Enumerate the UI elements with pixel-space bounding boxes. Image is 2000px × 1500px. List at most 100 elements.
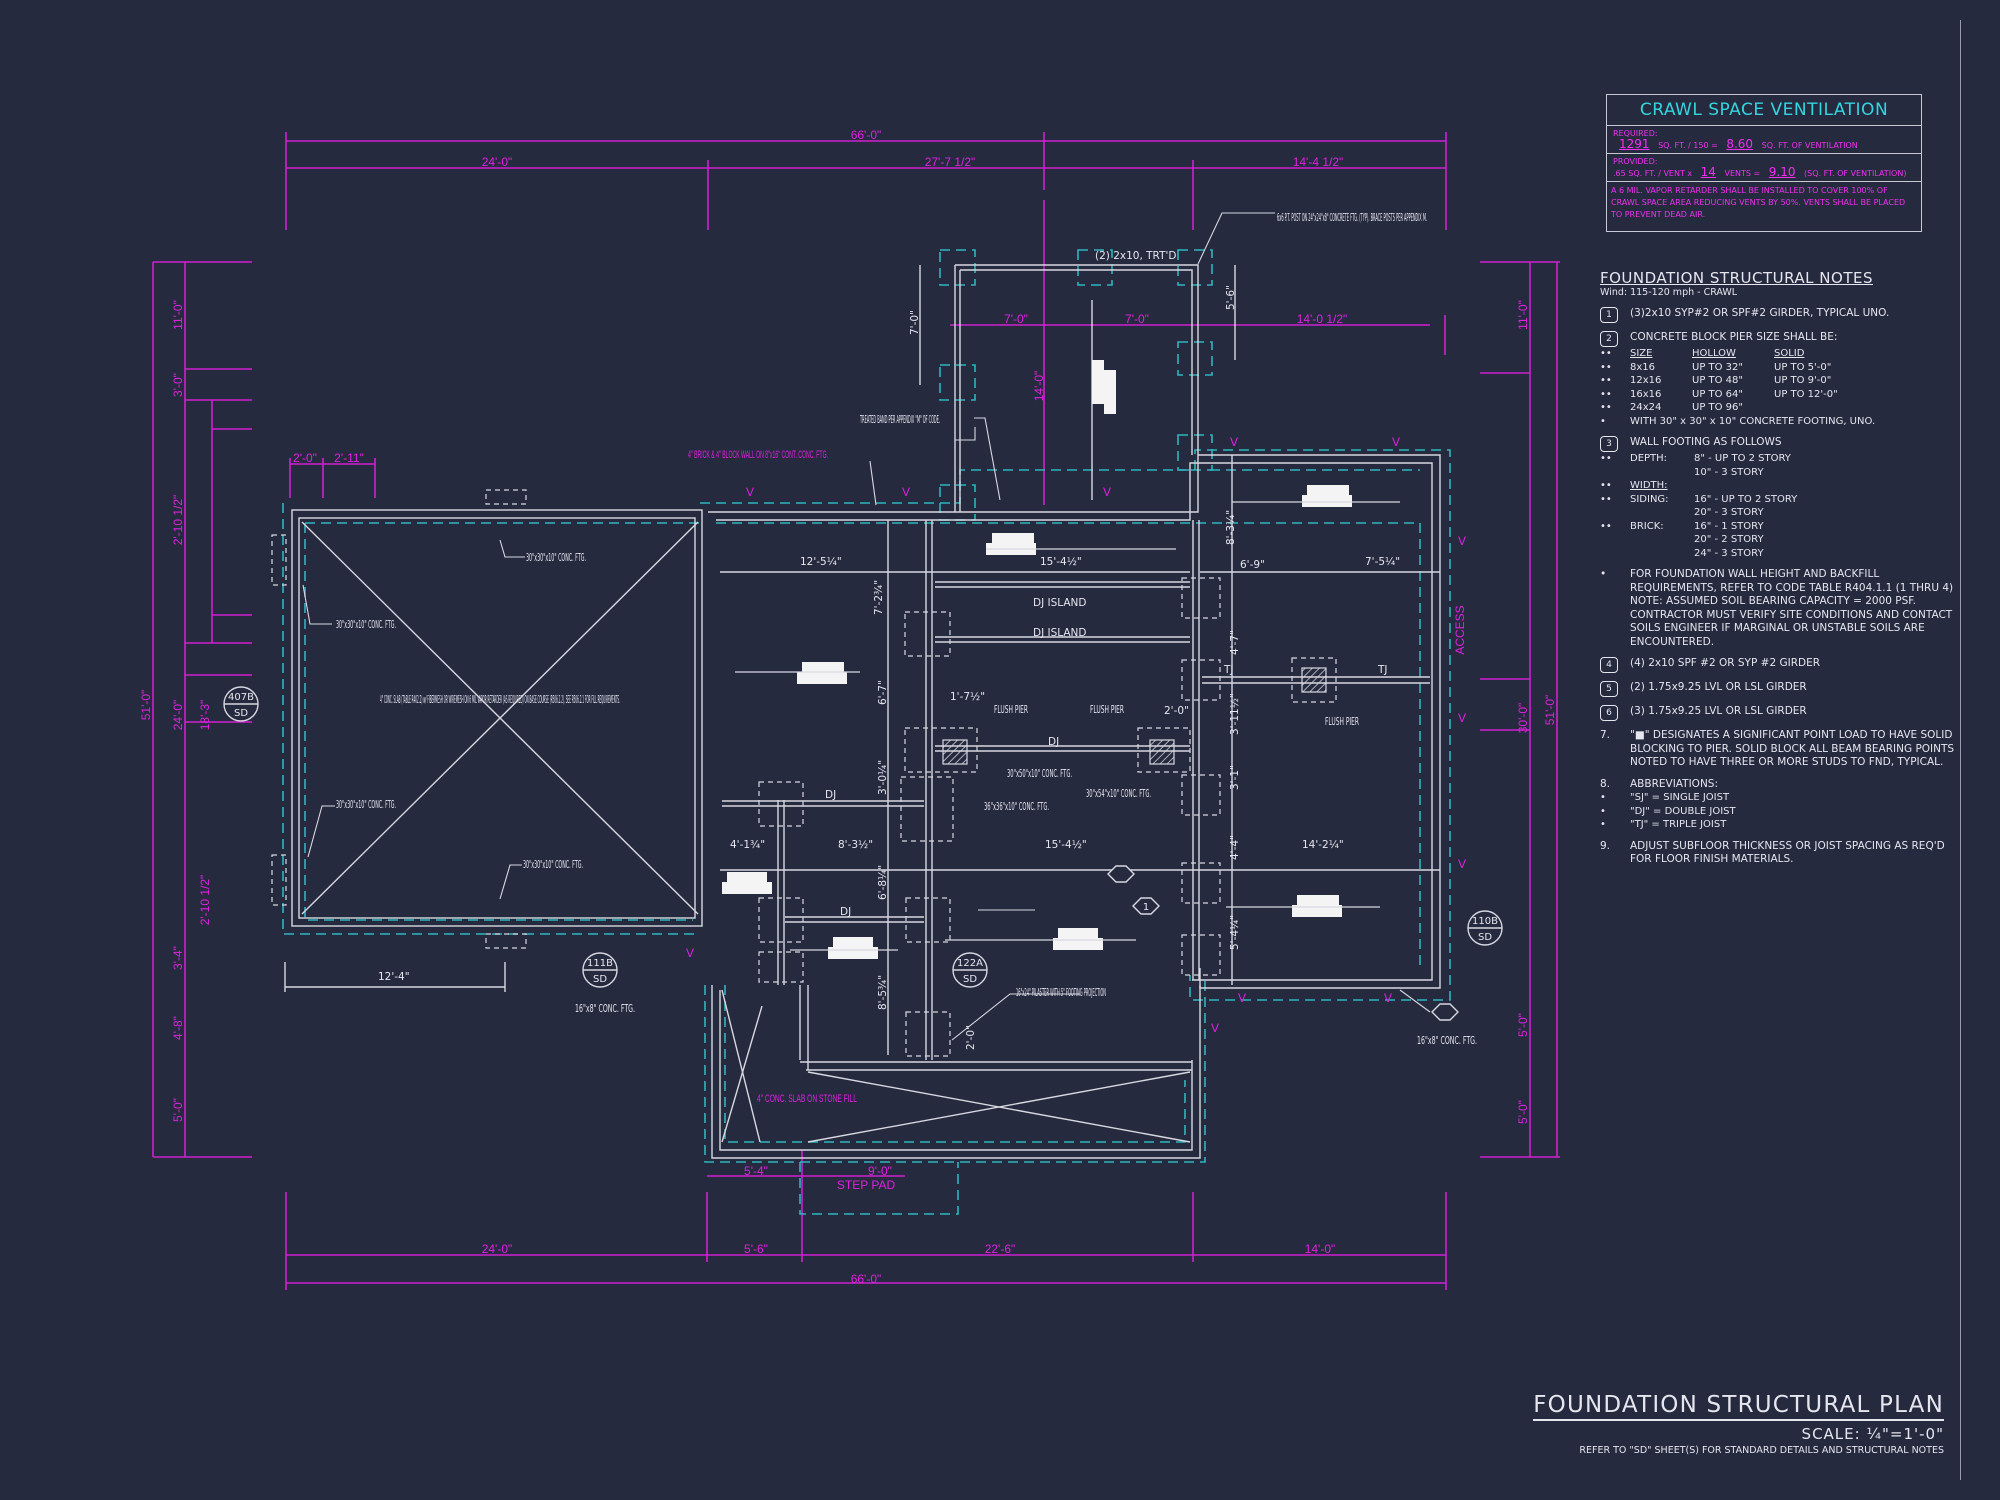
dimension-lines	[152, 132, 1560, 1290]
svg-text:6'-9": 6'-9"	[1240, 559, 1265, 571]
svg-text:V: V	[1103, 485, 1111, 499]
callout-text: 407B SD 111B SD 122A SD 110B SD 1	[228, 692, 1498, 985]
cv-note: A 6 MIL. VAPOR RETARDER SHALL BE INSTALL…	[1611, 186, 1906, 219]
svg-text:SD: SD	[234, 708, 248, 719]
svg-text:9'-0": 9'-0"	[868, 1164, 892, 1178]
svg-text:110B: 110B	[1472, 916, 1498, 927]
notes-wind: Wind: 115-120 mph - CRAWL	[1600, 286, 1738, 298]
foundation-structural-notes: FOUNDATION STRUCTURAL NOTES Wind: 115-12…	[1600, 271, 1960, 867]
svg-text:6'-8¼": 6'-8¼"	[877, 865, 889, 900]
svg-text:DJ: DJ	[825, 789, 836, 801]
svg-text:11'-0": 11'-0"	[171, 300, 185, 330]
svg-text:4" CONC. SLAB ON STONE FILL: 4" CONC. SLAB ON STONE FILL	[757, 1093, 857, 1105]
svg-text:DJ: DJ	[840, 906, 851, 918]
svg-text:24'-0": 24'-0"	[171, 700, 185, 731]
cv-required-result: 8.60	[1726, 137, 1754, 151]
svg-text:18'-3": 18'-3"	[198, 700, 212, 731]
svg-text:SD: SD	[963, 974, 977, 985]
svg-text:8'-3¼": 8'-3¼"	[1225, 510, 1237, 545]
sheet-scale: SCALE: ¼"=1'-0"	[1801, 1425, 1944, 1443]
cv-vent-count: 14	[1700, 165, 1716, 179]
footing-outlines	[282, 249, 1451, 1215]
leader-lines	[302, 212, 1431, 1041]
hex-marker-icon: 3	[1600, 436, 1618, 452]
svg-text:6x6 P.T. POST ON 24"x24"x8" CO: 6x6 P.T. POST ON 24"x24"x8" CONCRETE FTG…	[1277, 212, 1427, 224]
svg-text:5'-4": 5'-4"	[744, 1164, 768, 1178]
dimension-text: 66'-0" 24'-0" 27'-7 1/2" 14'-4 1/2" 66'-…	[139, 128, 1557, 1286]
svg-text:V: V	[1384, 991, 1392, 1005]
svg-text:V: V	[1211, 1021, 1219, 1035]
svg-text:5'-0": 5'-0"	[1516, 1013, 1530, 1037]
svg-text:30"x30"x10" CONC. FTG.: 30"x30"x10" CONC. FTG.	[526, 552, 586, 564]
svg-text:FLUSH PIER: FLUSH PIER	[1090, 704, 1124, 716]
svg-text:ACCESS: ACCESS	[1453, 605, 1467, 654]
svg-text:V: V	[686, 946, 694, 960]
svg-text:4" CONC. SLAB (TABLE R402.2) w: 4" CONC. SLAB (TABLE R402.2) w/ FIBERMES…	[380, 694, 620, 706]
svg-text:(2) 2x10, TRT'D: (2) 2x10, TRT'D	[1095, 250, 1176, 262]
svg-text:27'-7 1/2": 27'-7 1/2"	[925, 155, 976, 169]
section-callouts	[223, 686, 1503, 1021]
svg-text:V: V	[1458, 857, 1466, 871]
hex-marker-icon: 5	[1600, 681, 1618, 697]
cv-title: CRAWL SPACE VENTILATION	[1607, 95, 1921, 126]
svg-text:5'-6": 5'-6"	[744, 1242, 768, 1256]
svg-text:51'-0": 51'-0"	[1543, 695, 1557, 726]
svg-text:8'-5¾": 8'-5¾"	[877, 975, 889, 1010]
hex-marker-icon: 1	[1600, 307, 1618, 323]
sheet-title-block: FOUNDATION STRUCTURAL PLAN SCALE: ¼"=1'-…	[1533, 1392, 1944, 1456]
svg-text:51'-0": 51'-0"	[139, 690, 153, 721]
note-2: 2 CONCRETE BLOCK PIER SIZE SHALL BE:	[1600, 331, 1960, 347]
sheet-border	[1960, 20, 1961, 1480]
svg-text:24'-0": 24'-0"	[482, 1242, 513, 1256]
svg-text:14'-4 1/2": 14'-4 1/2"	[1293, 155, 1344, 169]
svg-text:2'-0": 2'-0"	[965, 1025, 977, 1050]
svg-text:5'-6": 5'-6"	[1225, 285, 1237, 310]
note-1: 1 (3)2x10 SYP#2 OR SPF#2 GIRDER, TYPICAL…	[1600, 307, 1960, 323]
note-5: 5 (2) 1.75x9.25 LVL OR LSL GIRDER	[1600, 681, 1960, 697]
svg-text:V: V	[1230, 435, 1238, 449]
svg-text:7'-5¼": 7'-5¼"	[1365, 556, 1400, 568]
svg-text:5'-4¼": 5'-4¼"	[1229, 915, 1241, 950]
svg-text:2'-10 1/2": 2'-10 1/2"	[198, 875, 212, 926]
svg-text:3'-1": 3'-1"	[1229, 765, 1241, 790]
svg-text:4" BRICK & 4" BLOCK WALL ON 8": 4" BRICK & 4" BLOCK WALL ON 8"x16" CONT.…	[688, 449, 828, 461]
svg-text:4'-7": 4'-7"	[1229, 630, 1241, 655]
note-3: 3 WALL FOOTING AS FOLLOWS	[1600, 436, 1960, 452]
svg-text:SD: SD	[1478, 932, 1492, 943]
svg-text:15'-4½": 15'-4½"	[1045, 839, 1087, 851]
sheet-reference: REFER TO "SD" SHEET(S) FOR STANDARD DETA…	[1579, 1445, 1944, 1456]
cv-provided-result: 9.10	[1768, 165, 1796, 179]
svg-text:66'-0": 66'-0"	[851, 1272, 882, 1286]
svg-text:22'-6": 22'-6"	[985, 1242, 1016, 1256]
vent-markers: V V V V V V V V V V V V	[686, 435, 1466, 1035]
svg-text:3'-4": 3'-4"	[171, 946, 185, 970]
svg-text:30"x54"x10" CONC. FTG.: 30"x54"x10" CONC. FTG.	[1086, 788, 1151, 800]
hex-marker-icon: 2	[1600, 331, 1618, 347]
svg-text:30"x30"x10" CONC. FTG.: 30"x30"x10" CONC. FTG.	[336, 619, 396, 631]
svg-text:5'-0": 5'-0"	[1516, 1100, 1530, 1124]
svg-text:3'-11½": 3'-11½"	[1229, 693, 1241, 735]
svg-text:7'-0": 7'-0"	[1125, 312, 1149, 326]
pier-footings	[271, 489, 1337, 1057]
svg-text:4'-8": 4'-8"	[171, 1016, 185, 1040]
svg-text:DJ ISLAND: DJ ISLAND	[1033, 597, 1087, 609]
svg-text:TREATED BAND PER APPENDIX "M": TREATED BAND PER APPENDIX "M" OF CODE.	[860, 414, 940, 426]
svg-text:11'-0": 11'-0"	[1516, 300, 1530, 330]
svg-text:16"x24" PILASTER WITH 5" FOOTI: 16"x24" PILASTER WITH 5" FOOTING PROJECT…	[1016, 987, 1106, 999]
svg-text:30"x50"x10" CONC. FTG.: 30"x50"x10" CONC. FTG.	[1007, 768, 1072, 780]
flush-piers	[942, 667, 1327, 765]
svg-text:FLUSH PIER: FLUSH PIER	[994, 704, 1028, 716]
svg-text:1: 1	[1143, 902, 1149, 913]
cv-provided-row: PROVIDED: .65 SQ. FT. / VENT x 14 VENTS …	[1607, 154, 1921, 182]
joist-direction-tags	[722, 360, 1352, 959]
svg-text:122A: 122A	[957, 958, 983, 969]
svg-text:14'-2¼": 14'-2¼"	[1302, 839, 1344, 851]
svg-text:SD: SD	[593, 974, 607, 985]
svg-text:7'-2¾": 7'-2¾"	[873, 580, 885, 615]
svg-text:3'-0¼": 3'-0¼"	[877, 760, 889, 795]
crawl-space-ventilation-table: CRAWL SPACE VENTILATION REQUIRED: 1291 S…	[1606, 94, 1922, 232]
svg-text:36"x36"x10" CONC. FTG.: 36"x36"x10" CONC. FTG.	[984, 801, 1049, 813]
cv-required-row: REQUIRED: 1291 SQ. FT. / 150 = 8.60 SQ. …	[1607, 126, 1921, 154]
svg-text:4'-1¾": 4'-1¾"	[730, 839, 765, 851]
